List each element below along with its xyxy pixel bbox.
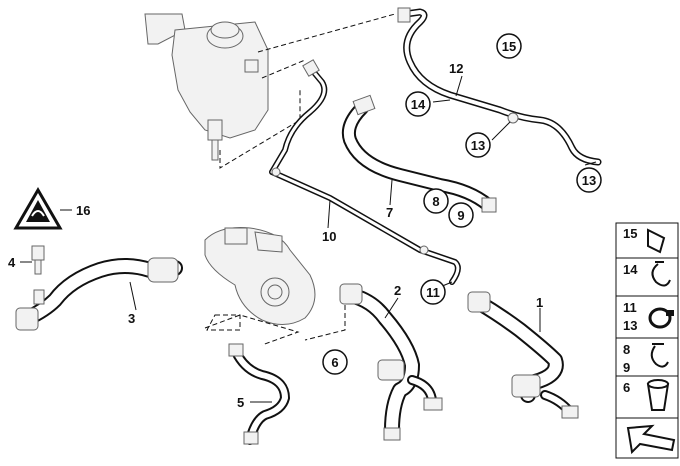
temperature-sensor[interactable] [31, 245, 45, 275]
callout-5: 5 [237, 395, 244, 410]
svg-text:13: 13 [582, 173, 596, 188]
callout-2: 2 [394, 283, 401, 298]
leader-10 [327, 199, 331, 229]
svg-text:8: 8 [432, 194, 439, 209]
callout-3: 3 [128, 311, 135, 326]
legend-label-8: 8 [623, 342, 630, 357]
callout-7: 7 [386, 205, 393, 220]
leader-12 [455, 75, 463, 97]
circled-callout-13a: 13 [465, 132, 491, 158]
circled-callout-13b: 13 [576, 167, 602, 193]
leader-13b [584, 161, 597, 166]
leader-pump-6 [304, 305, 346, 341]
hose-12[interactable] [397, 7, 602, 166]
leader-pump-5 [204, 314, 300, 346]
hose-1[interactable] [467, 291, 579, 419]
leader-tank-hose12 [257, 13, 396, 53]
callout-12: 12 [449, 61, 463, 76]
circled-callout-15: 15 [496, 33, 522, 59]
legend-label-11: 11 [623, 300, 637, 315]
water-pump[interactable] [204, 227, 316, 325]
callout-16: 16 [76, 203, 90, 218]
callout-10: 10 [322, 229, 336, 244]
circled-callout-6: 6 [322, 349, 348, 375]
circled-callout-8: 8 [423, 188, 449, 214]
legend-label-13: 13 [623, 318, 637, 333]
svg-text:11: 11 [426, 285, 440, 300]
spring-clamp-icon [651, 263, 671, 287]
leader-2 [384, 297, 399, 319]
legend-label-9: 9 [623, 360, 630, 375]
wire-clip-icon [650, 345, 669, 368]
svg-text:15: 15 [502, 39, 516, 54]
hose-10[interactable] [269, 59, 461, 285]
expansion-tank[interactable] [144, 13, 269, 161]
hose-clip-icon [647, 228, 666, 254]
leader-7 [389, 179, 393, 206]
svg-text:14: 14 [411, 97, 426, 112]
svg-text:9: 9 [457, 208, 464, 223]
leader-14 [432, 99, 451, 103]
circled-callout-9: 9 [448, 202, 474, 228]
callout-4: 4 [8, 255, 16, 270]
legend-label-6: 6 [623, 380, 630, 395]
svg-text:13: 13 [471, 138, 485, 153]
hose-2[interactable] [339, 283, 443, 441]
hose-7[interactable] [341, 94, 497, 213]
hose-3[interactable] [15, 257, 183, 331]
legend-label-15: 15 [623, 226, 637, 241]
callout-1: 1 [536, 295, 543, 310]
svg-text:6: 6 [331, 355, 338, 370]
legend-label-14: 14 [623, 262, 638, 277]
warning-triangle-icon [13, 187, 63, 230]
hose-clamp-icon [648, 307, 672, 329]
leader-pump-box [206, 314, 241, 331]
hose-5[interactable] [228, 343, 290, 445]
circled-callout-14: 14 [405, 91, 431, 117]
leader-3 [129, 281, 137, 311]
leader-13a [491, 121, 511, 141]
direction-arrow-icon [626, 424, 676, 455]
circled-callout-11: 11 [420, 279, 446, 305]
legend-panel: 15 14 11 13 8 9 6 [615, 222, 679, 459]
leader-tank-hose10 [219, 88, 301, 169]
